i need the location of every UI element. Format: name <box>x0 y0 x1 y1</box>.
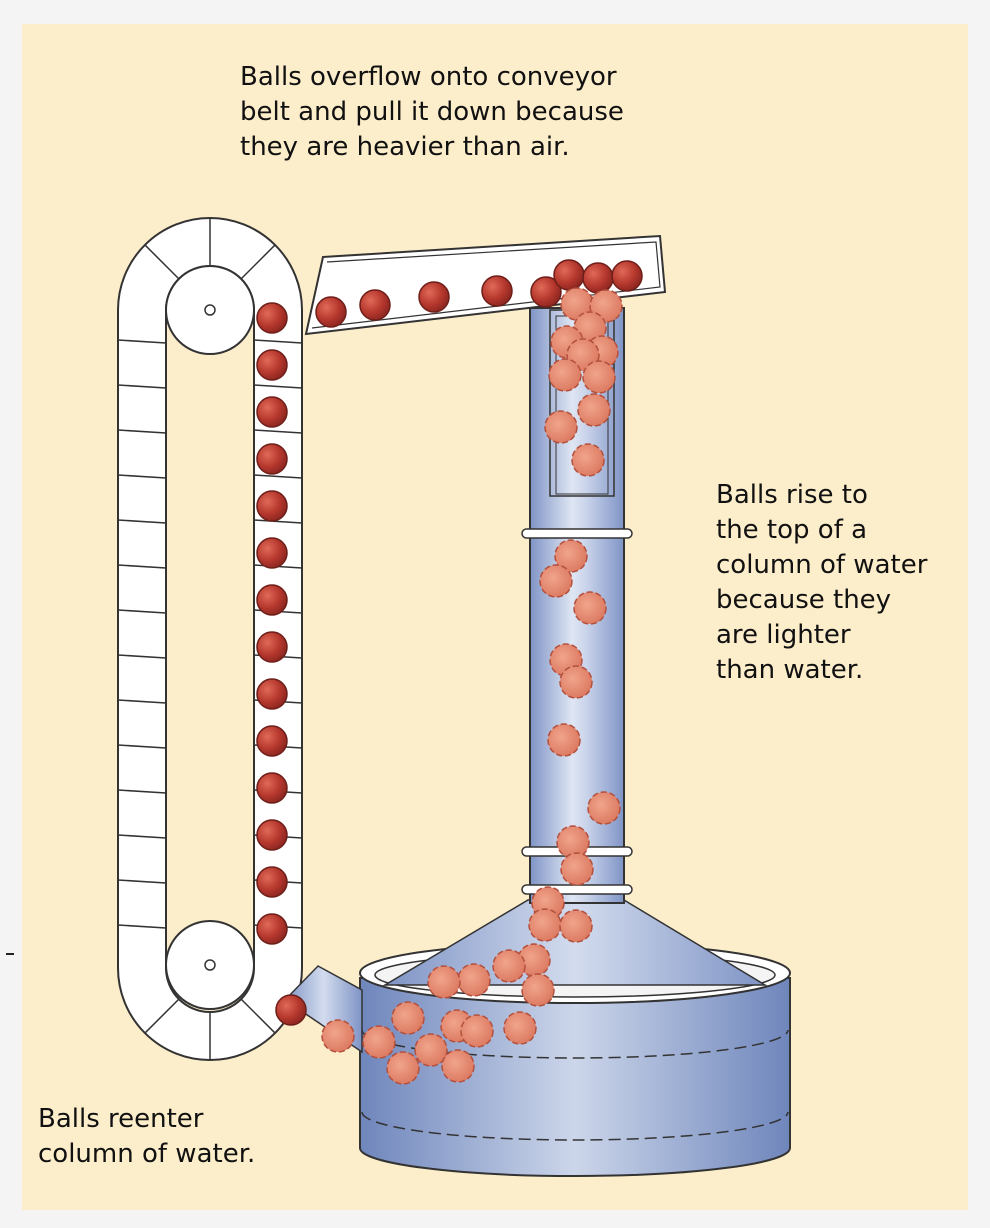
belt-slat <box>253 384 303 389</box>
belt-slats <box>117 218 303 1060</box>
wet-ball <box>386 1051 420 1085</box>
belt-slat <box>117 879 167 884</box>
caption-overflow: Balls overflow onto conveyor belt and pu… <box>240 62 624 162</box>
wet-ball <box>573 591 607 625</box>
belt-slat <box>117 834 167 839</box>
wet-ball <box>582 360 616 394</box>
top-pulley <box>165 265 255 355</box>
belt-slat <box>117 519 167 524</box>
dry-ball <box>481 275 513 307</box>
caption-reenter: Balls reenter column of water. <box>38 1104 256 1169</box>
belt-slat <box>117 789 167 794</box>
belt-slat <box>117 474 167 479</box>
dry-ball <box>553 259 585 291</box>
belt-slat <box>117 654 167 659</box>
wet-ball <box>544 410 578 444</box>
dry-ball <box>611 260 643 292</box>
dry-ball <box>256 913 288 945</box>
wet-balls <box>321 287 623 1085</box>
belt-slat <box>117 564 167 569</box>
wet-ball <box>559 665 593 699</box>
dry-ball <box>315 296 347 328</box>
dry-ball <box>256 443 288 475</box>
belt-slat <box>253 339 303 344</box>
wet-ball <box>559 909 593 943</box>
wet-ball <box>457 963 491 997</box>
belt-slat <box>144 998 180 1034</box>
conveyor-belt <box>117 217 303 1061</box>
wet-ball <box>492 949 526 983</box>
dry-ball <box>256 396 288 428</box>
wet-ball <box>460 1014 494 1048</box>
belt-slat <box>117 609 167 614</box>
wet-ball <box>548 358 582 392</box>
dry-ball <box>256 819 288 851</box>
wet-ball <box>560 852 594 886</box>
dry-ball <box>275 994 307 1026</box>
wet-ball <box>521 973 555 1007</box>
wet-ball <box>391 1001 425 1035</box>
wet-ball <box>503 1011 537 1045</box>
wet-ball <box>556 825 590 859</box>
dry-ball <box>256 772 288 804</box>
belt-slat <box>253 519 303 524</box>
wet-ball <box>362 1025 396 1059</box>
belt-slat <box>117 429 167 434</box>
caption-rise: Balls rise to the top of a column of wat… <box>716 480 928 685</box>
belt-inner <box>165 265 255 1013</box>
edge-mark <box>6 953 14 955</box>
dry-ball <box>256 302 288 334</box>
dry-ball <box>256 678 288 710</box>
dry-ball <box>256 349 288 381</box>
dry-ball <box>256 631 288 663</box>
dry-ball <box>582 262 614 294</box>
wet-ball <box>427 965 461 999</box>
belt-slat <box>240 244 276 280</box>
wet-ball <box>539 564 573 598</box>
belt-slat <box>253 429 303 434</box>
dry-ball <box>418 281 450 313</box>
wet-ball <box>587 791 621 825</box>
dry-ball <box>256 584 288 616</box>
belt-slat <box>240 998 276 1034</box>
wet-ball <box>547 723 581 757</box>
dry-ball <box>256 537 288 569</box>
wet-ball <box>528 908 562 942</box>
wet-ball <box>321 1019 355 1053</box>
belt-slat <box>117 384 167 389</box>
wet-ball <box>571 443 605 477</box>
belt-slat <box>117 924 167 929</box>
dry-ball <box>256 725 288 757</box>
dry-ball <box>256 866 288 898</box>
belt-slat <box>144 244 180 280</box>
bottom-pulley <box>165 920 255 1010</box>
wet-ball <box>577 393 611 427</box>
belt-slat <box>117 744 167 749</box>
belt-slat <box>253 474 303 479</box>
dry-ball <box>359 289 391 321</box>
dry-ball <box>256 490 288 522</box>
dry-ball <box>530 276 562 308</box>
belt-slat <box>117 339 167 344</box>
wet-ball <box>441 1049 475 1083</box>
wet-ball <box>414 1033 448 1067</box>
wet-ball <box>554 539 588 573</box>
belt-slat <box>117 699 167 704</box>
tube-ring <box>521 528 633 539</box>
